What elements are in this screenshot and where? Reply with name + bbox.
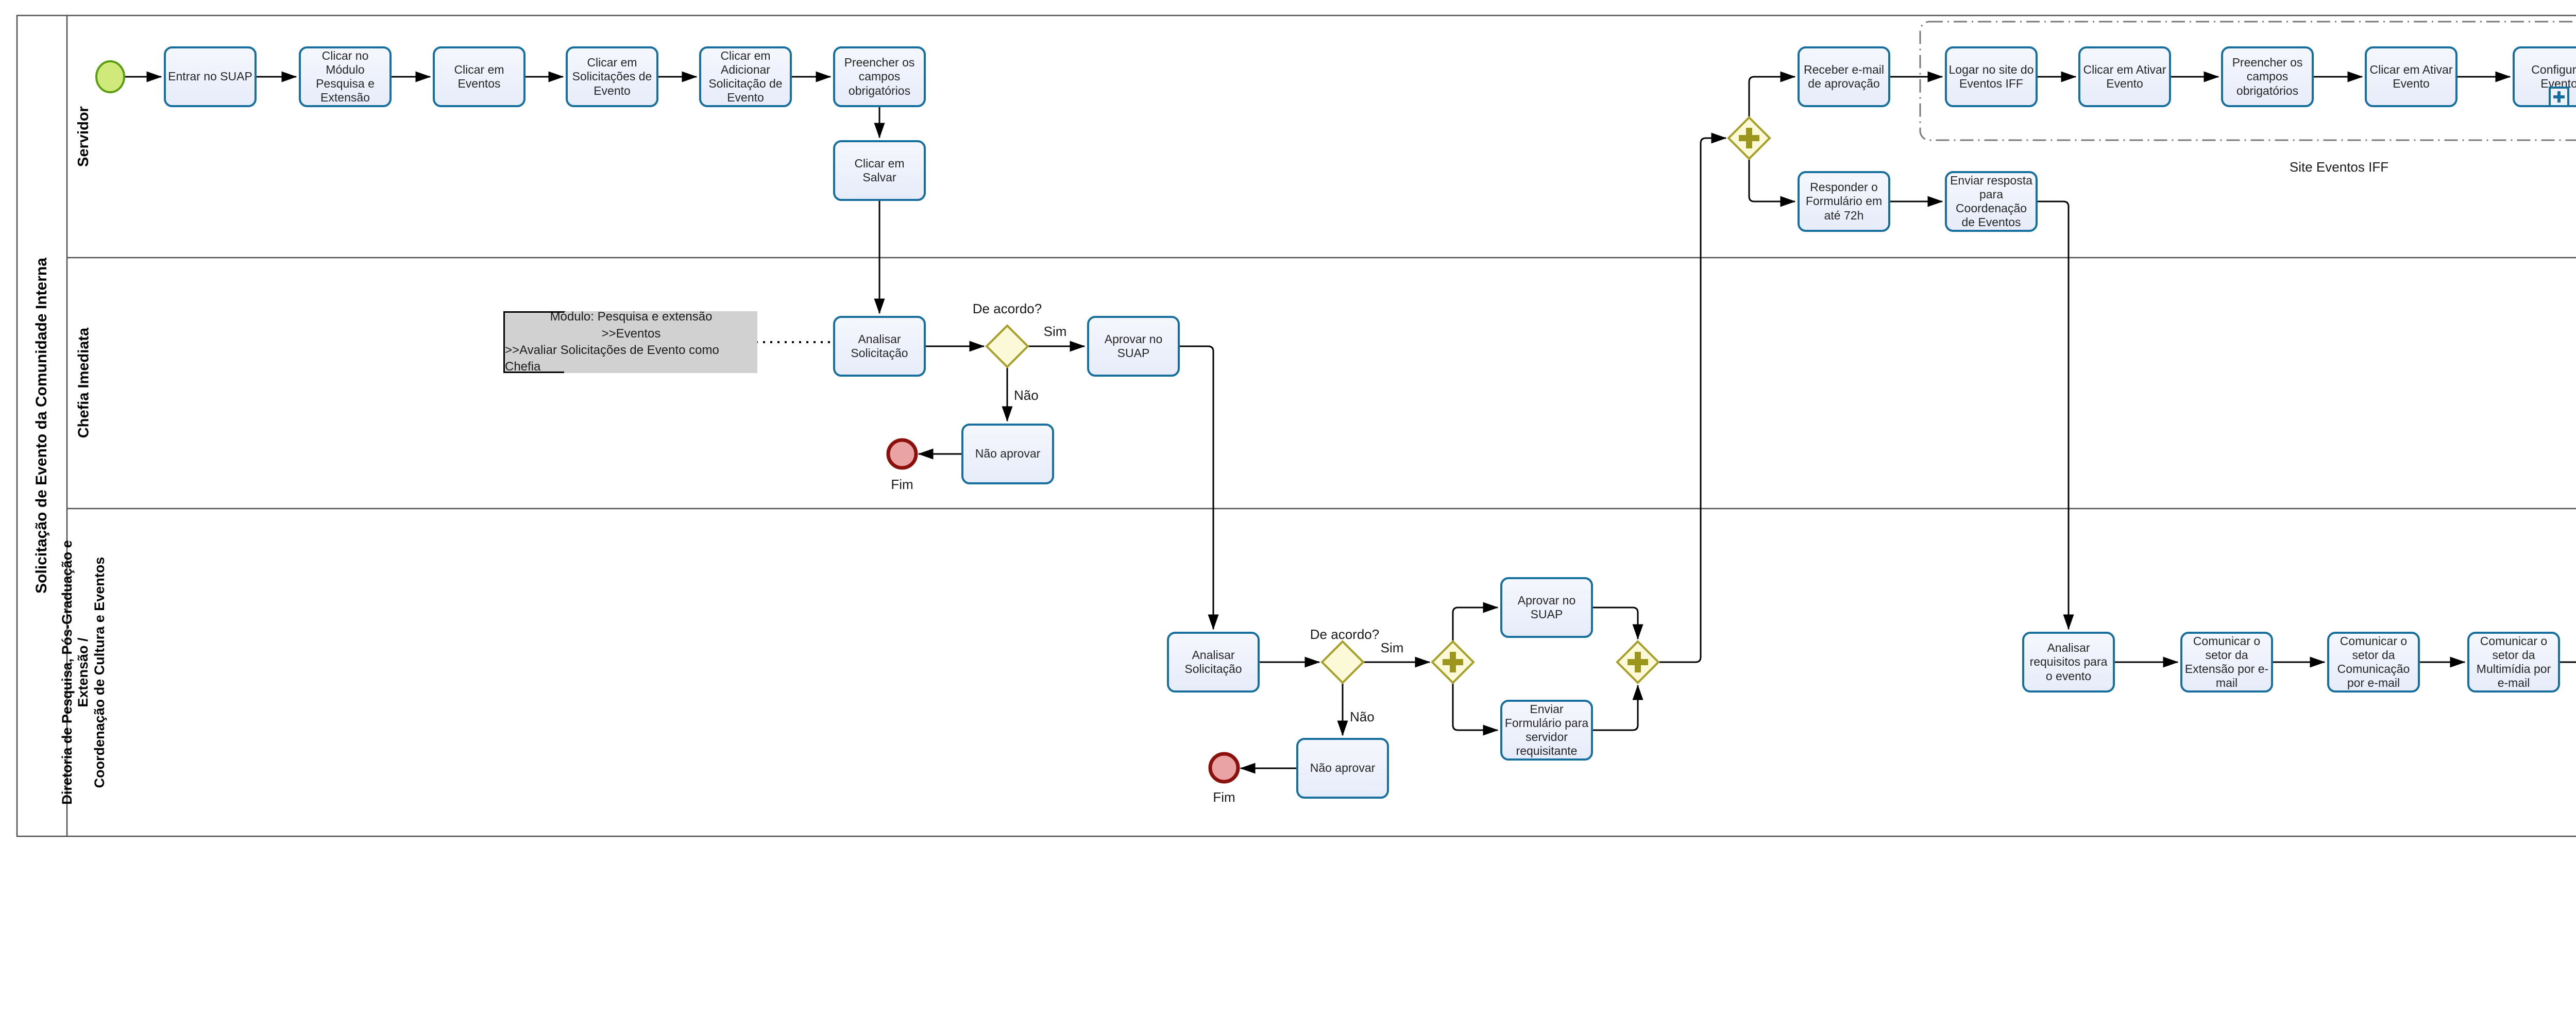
flow-g4-ef [1452, 683, 1499, 736]
task-clicar-ativar-evento-1[interactable]: Clicar em Ativar Evento [2078, 46, 2171, 107]
lane3-label-line2: Coordenação de Cultura e Eventos [91, 556, 107, 788]
task-entrar-no-suap[interactable]: Entrar no SUAP [164, 46, 257, 107]
pool-title: Solicitação de Evento da Comunidade Inte… [33, 258, 50, 594]
flow-g4-ap2 [1452, 602, 1499, 642]
group-label-site-eventos-iff: Site Eventos IFF [2289, 159, 2389, 175]
task-clicar-solicitacoes[interactable]: Clicar em Solicitações de Evento [566, 46, 658, 107]
parallel-gateway-split-diretoria[interactable] [1431, 640, 1475, 684]
plus-icon [1739, 128, 1759, 148]
task-analisar-requisitos[interactable]: Analisar requisitos para o evento [2022, 632, 2115, 693]
task-clicar-modulo-pesquisa[interactable]: Clicar no Módulo Pesquisa e Extensão [299, 46, 392, 107]
gateways [985, 116, 1771, 684]
flow-label-nao-chefia: Não [1014, 387, 1039, 403]
annotation-bracket [505, 372, 564, 373]
flow-g5-g3 [1658, 132, 1727, 663]
task-preencher-campos-2[interactable]: Preencher os campos obrigatórios [2221, 46, 2314, 107]
group-site-eventos-iff[interactable] [1919, 21, 2576, 141]
start-event[interactable] [95, 60, 125, 93]
lane3-label-line1: Diretoria de Pesquisa, Pós-Graduação e E… [59, 540, 91, 805]
flow-ef-g5 [1593, 684, 1643, 731]
task-clicar-ativar-evento-2[interactable]: Clicar em Ativar Evento [2365, 46, 2458, 107]
sequence-flows [124, 71, 2576, 774]
exclusive-gateway-diretoria[interactable] [1320, 640, 1365, 684]
annotation-line: >>Avaliar Solicitações de Evento como Ch… [505, 343, 719, 374]
pool-boundary [16, 14, 2576, 837]
task-clicar-salvar[interactable]: Clicar em Salvar [833, 140, 926, 201]
flow-tr2-ar [2038, 200, 2074, 630]
parallel-gateway-split-servidor[interactable] [1727, 116, 1771, 160]
task-nao-aprovar-diretoria[interactable]: Não aprovar [1296, 738, 1389, 799]
annotation-line: >>Eventos [601, 326, 661, 341]
task-comunicar-multimidia[interactable]: Comunicar o setor da Multimídia por e-ma… [2467, 632, 2560, 693]
parallel-gateway-join-diretoria[interactable] [1616, 640, 1660, 684]
subprocess-configurar-evento[interactable]: Configurar Evento [2513, 46, 2576, 107]
pool-borders [16, 14, 2576, 837]
task-enviar-formulario-servidor[interactable]: Enviar Formulário para servidor requisit… [1500, 700, 1593, 761]
task-clicar-adicionar-solicitacao[interactable]: Clicar em Adicionar Solicitação de Event… [699, 46, 792, 107]
task-aprovar-suap-diretoria[interactable]: Aprovar no SUAP [1500, 577, 1593, 638]
lane-label-servidor: Servidor [75, 106, 92, 167]
flow-g3-tr1 [1748, 159, 1796, 207]
annotation-modulo-pesquisa[interactable]: Módulo: Pesquisa e extensão >>Eventos >>… [503, 310, 757, 374]
end-label-fim-diretoria-nao: Fim [1213, 789, 1235, 805]
subprocess-plus-icon[interactable] [2549, 87, 2569, 107]
lane-label-chefia-imediata: Chefia Imediata [75, 327, 92, 438]
task-aprovar-suap-chefia[interactable]: Aprovar no SUAP [1087, 316, 1180, 377]
flow-label-sim-diretoria: Sim [1380, 640, 1404, 655]
end-label-fim-chefia: Fim [891, 477, 913, 492]
annotation-line: Módulo: Pesquisa e extensão [550, 310, 713, 324]
task-preencher-campos-1[interactable]: Preencher os campos obrigatórios [833, 46, 926, 107]
task-responder-formulario[interactable]: Responder o Formulário em até 72h [1798, 171, 1890, 232]
task-analisar-solicitacao-diretoria[interactable]: Analisar Solicitação [1167, 632, 1260, 693]
plus-icon [1443, 652, 1463, 672]
exclusive-gateway-chefia[interactable] [985, 324, 1029, 368]
task-comunicar-comunicacao[interactable]: Comunicar o setor da Comunicação por e-m… [2327, 632, 2420, 693]
annotation-bracket [505, 311, 564, 313]
flow-label-sim-chefia: Sim [1043, 324, 1067, 339]
end-event-diretoria-nao[interactable] [1208, 752, 1240, 784]
flow-g3-t8 [1748, 71, 1796, 117]
task-analisar-solicitacao-chefia[interactable]: Analisar Solicitação [833, 316, 926, 377]
task-enviar-resposta-coordenacao[interactable]: Enviar resposta para Coordenação de Even… [1945, 171, 2038, 232]
gateway-question-diretoria: De acordo? [1310, 627, 1380, 642]
gateway-question-chefia: De acordo? [972, 301, 1042, 316]
plus-icon [1628, 652, 1648, 672]
flow-ap1-a1 [1180, 345, 1219, 630]
lane-label-diretoria: Diretoria de Pesquisa, Pós-Graduação e E… [59, 509, 107, 836]
task-logar-site-eventos[interactable]: Logar no site do Eventos IFF [1945, 46, 2038, 107]
end-event-chefia[interactable] [886, 438, 918, 470]
flow-label-nao-diretoria: Não [1350, 709, 1375, 724]
flow-ap2-g5 [1593, 606, 1643, 640]
task-clicar-eventos[interactable]: Clicar em Eventos [433, 46, 526, 107]
task-comunicar-extensao[interactable]: Comunicar o setor da Extensão por e-mail [2180, 632, 2273, 693]
task-nao-aprovar-chefia[interactable]: Não aprovar [961, 424, 1054, 484]
task-receber-email[interactable]: Receber e-mail de aprovação [1798, 46, 1890, 107]
